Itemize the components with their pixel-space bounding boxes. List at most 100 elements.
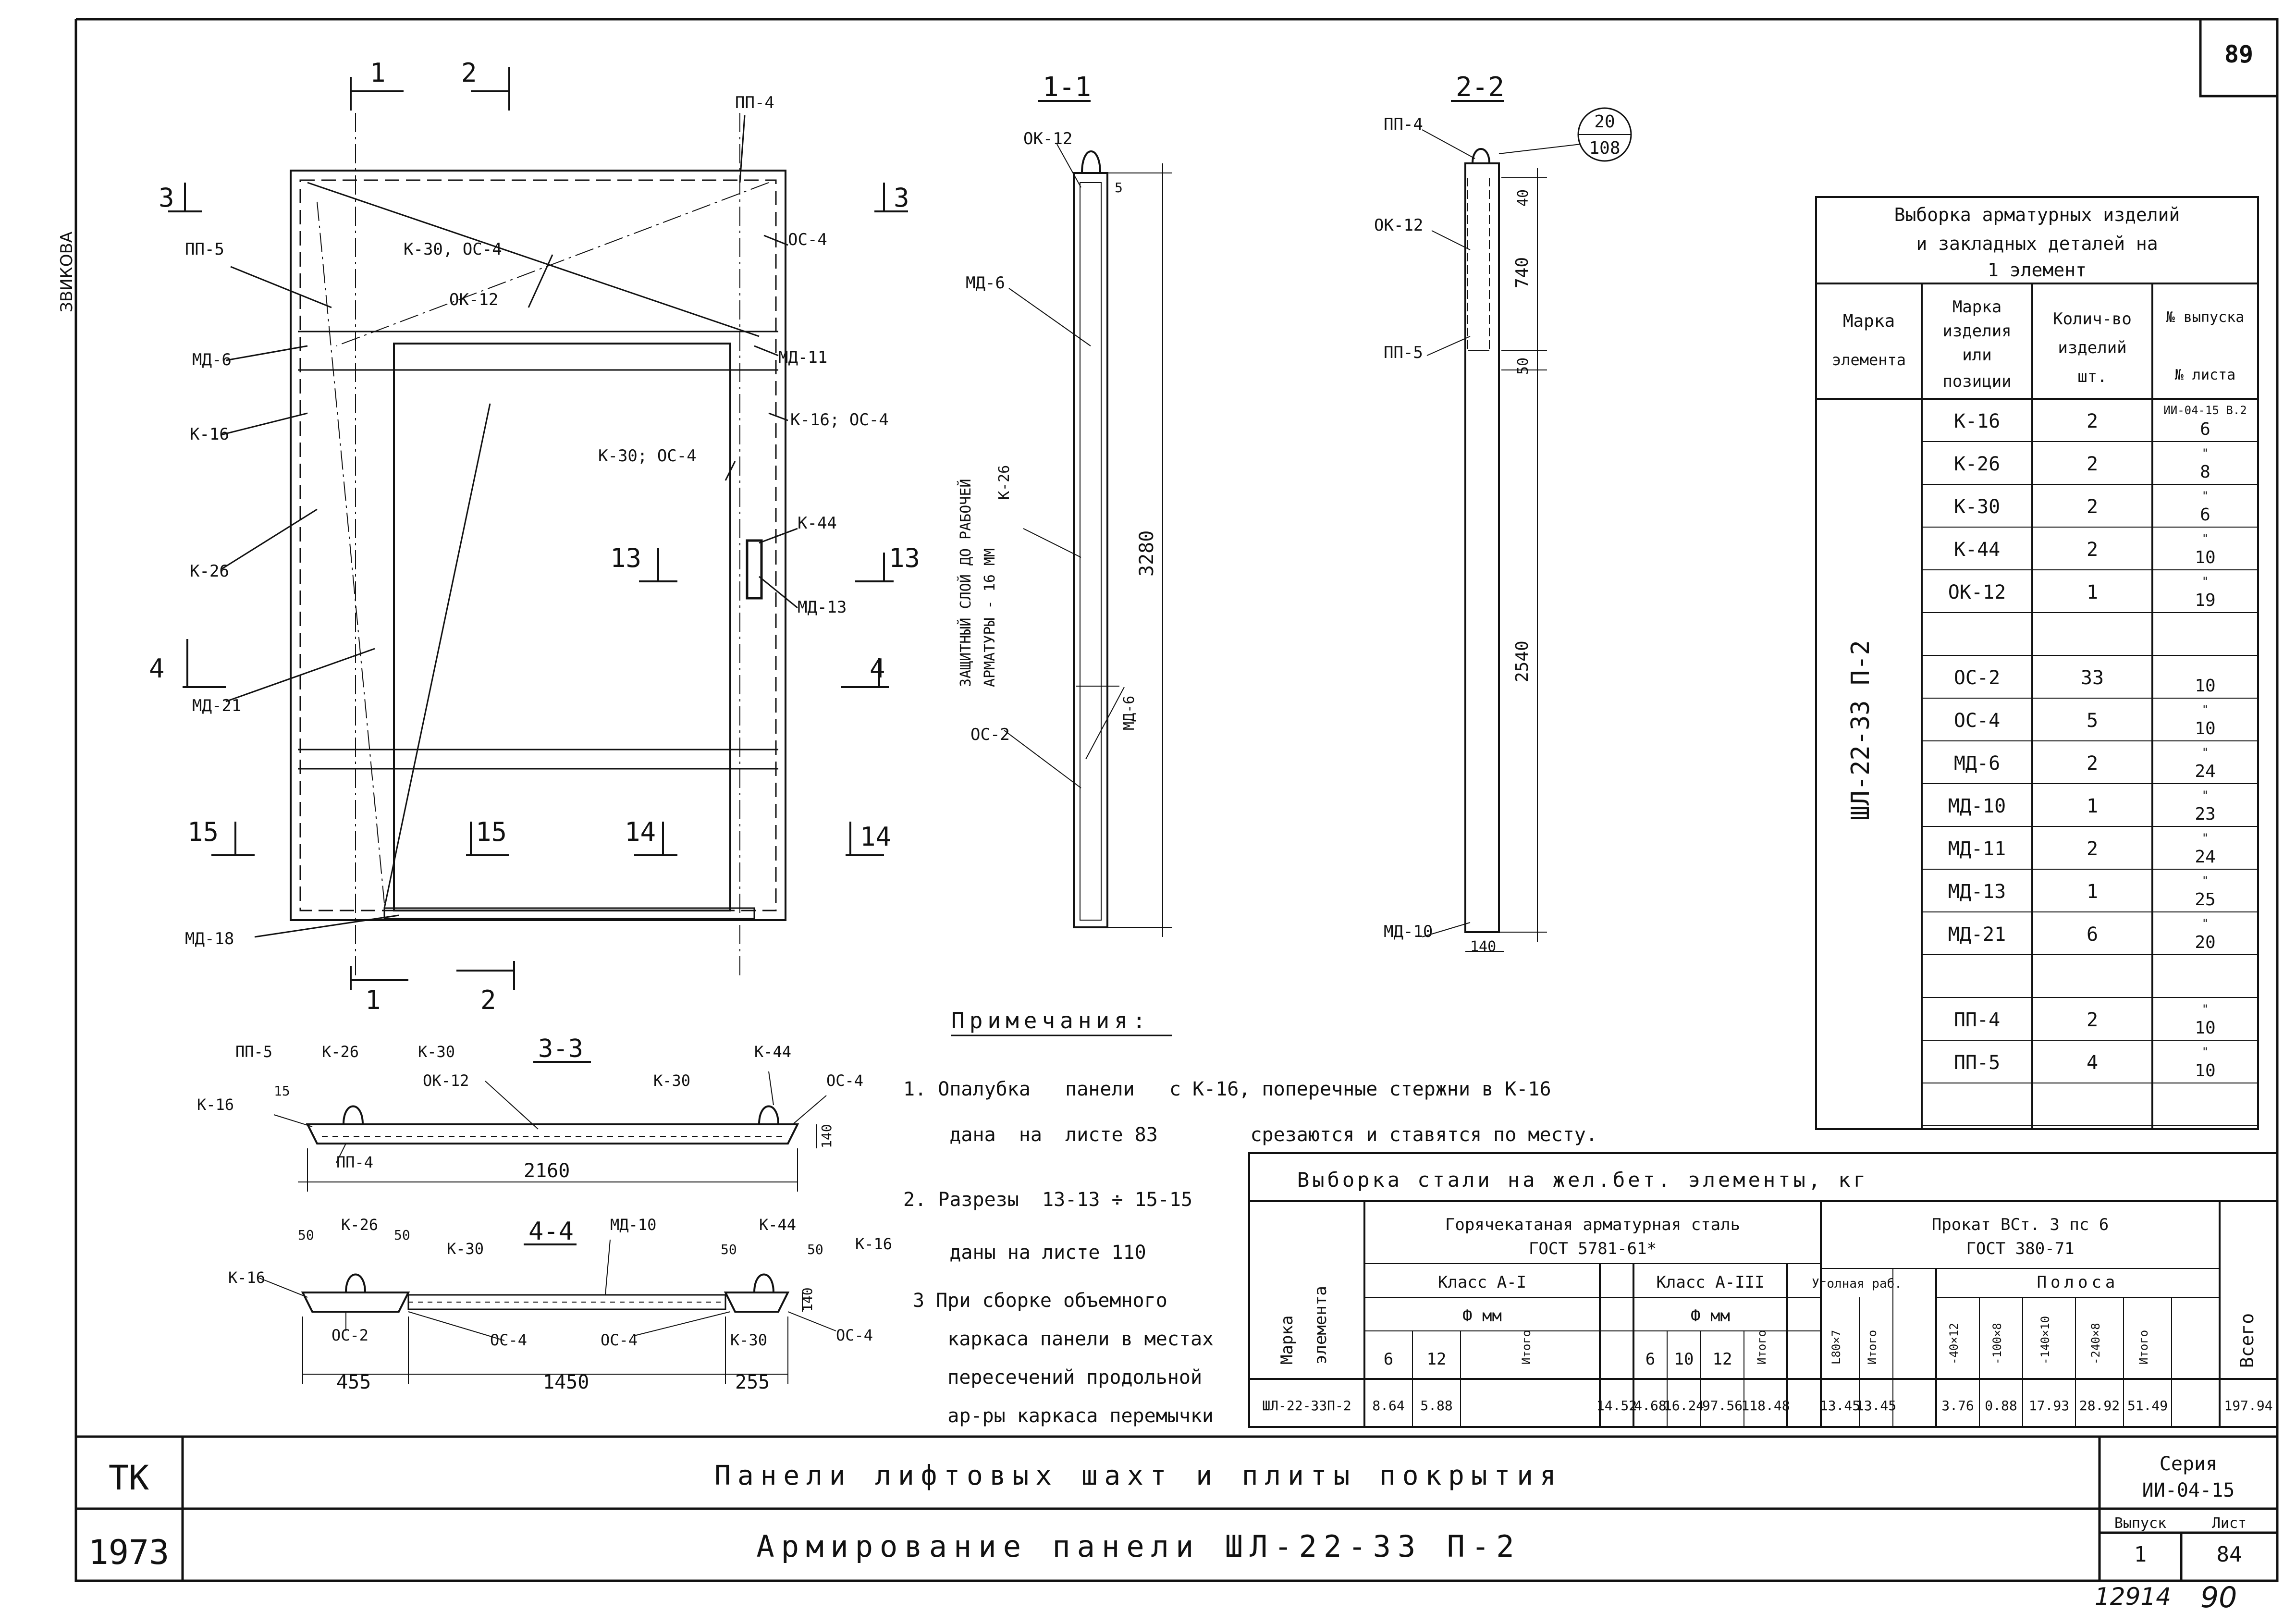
s11-label-ok12: ОК-12 — [1023, 129, 1072, 148]
steel-table: Выборка стали на жел.бет. элементы, кг М… — [1248, 1152, 2278, 1428]
footer-sign: 90 — [2200, 1581, 2237, 1612]
parts-header-issue: № выпуска — [2166, 309, 2245, 326]
section-3-3-title: 3-3 — [538, 1034, 583, 1063]
steel-value: 17.93 — [2029, 1398, 2069, 1414]
label-oc4: ОС-4 — [788, 230, 827, 249]
steel-col-header: Итого — [1520, 1330, 1533, 1365]
section-4-4-title: 4-4 — [528, 1217, 574, 1246]
parts-cell-item: МД-6 — [1954, 752, 2000, 775]
section-mark-13-left: 13 — [610, 543, 641, 573]
s33-dim-140: 140 — [819, 1124, 835, 1148]
label-k26: К-26 — [190, 562, 229, 581]
parts-cell-issue: " — [2202, 788, 2209, 802]
label-md13: МД-13 — [798, 598, 847, 617]
steel-col-header: 6 — [1645, 1350, 1655, 1369]
steel-header-element-2: элемента — [1311, 1286, 1330, 1365]
label-pp5: ПП-5 — [185, 240, 224, 259]
notes-line-3: 2. Разрезы 13-13 ÷ 15-15 — [903, 1189, 1192, 1211]
steel-value: 0.88 — [1985, 1398, 2017, 1414]
plan-section-mark-labels: 1 2 3 3 4 4 13 13 14 14 15 15 1 2 — [149, 58, 920, 1015]
parts-element-mark: ШЛ-22-33 П-2 — [1846, 640, 1875, 821]
parts-cell-item: К-44 — [1954, 539, 2000, 561]
steel-prokat-group-1: Прокат ВСт. 3 пс 6 — [1932, 1215, 2109, 1234]
s44-dim-140: 140 — [799, 1287, 815, 1312]
steel-value: 16.24 — [1664, 1398, 1704, 1414]
s44-dim-455: 455 — [336, 1371, 371, 1393]
parts-cell-issue: " — [2202, 746, 2209, 759]
parts-cell-sheet: 6 — [2200, 419, 2210, 439]
label-k44: К-44 — [798, 514, 837, 533]
steel-value: 3.76 — [1941, 1398, 1974, 1414]
title-block: ТК 1973 Панели лифтовых шахт и плиты пок… — [74, 1435, 2279, 1582]
parts-header-qty-3: шт. — [2077, 367, 2107, 386]
steel-value: 51.49 — [2127, 1398, 2168, 1414]
parts-cell-qty: 2 — [2087, 453, 2098, 475]
s33-label-k30-b: К-30 — [653, 1071, 690, 1090]
steel-col-header: -40×12 — [1947, 1323, 1961, 1365]
s11-dim-3280: 3280 — [1136, 530, 1158, 577]
notes-line-7: пересечений продольной — [913, 1366, 1202, 1389]
section-mark-4-right: 4 — [870, 653, 885, 684]
label-pp4: ПП-4 — [735, 93, 774, 112]
parts-header-element-1: Марка — [1843, 311, 1895, 331]
steel-col-header: -140×10 — [2038, 1316, 2052, 1365]
label-k30-oc4-b: К-30; ОС-4 — [598, 446, 697, 466]
s44-label-md10: МД-10 — [610, 1216, 656, 1234]
steel-col-header: 6 — [1384, 1350, 1393, 1369]
parts-cell-qty: 2 — [2087, 539, 2098, 561]
steel-value: 5.88 — [1420, 1398, 1452, 1414]
parts-cell-qty: 33 — [2081, 667, 2104, 689]
s22-label-pp4: ПП-4 — [1384, 115, 1423, 134]
steel-col-header: Итого — [1866, 1330, 1879, 1365]
s22-circle-top: 20 — [1594, 112, 1615, 132]
steel-title: Выборка стали на жел.бет. элементы, кг — [1297, 1168, 1868, 1192]
s22-circle-bottom: 108 — [1589, 138, 1620, 158]
notes-title: Примечания: — [951, 1008, 1151, 1034]
section-cut-marks — [168, 67, 908, 990]
title-block-title-2: Армирование панели ШЛ-22-33 П-2 — [756, 1529, 1521, 1564]
s44-dim-50b: 50 — [394, 1227, 410, 1243]
parts-cell-item: МД-10 — [1948, 795, 2006, 817]
s44-dim-1450: 1450 — [543, 1371, 589, 1393]
footer-code: 12914 — [2095, 1583, 2171, 1611]
parts-cell-item: К-30 — [1954, 496, 2000, 518]
s22-dim-50: 50 — [1515, 357, 1532, 375]
section-mark-2-bottom: 2 — [480, 985, 496, 1015]
parts-cell-sheet: 10 — [2195, 1018, 2215, 1038]
s11-cover-note-line1: ЗАЩИТНЫЙ СЛОЙ ДО РАБОЧЕЙ — [957, 479, 974, 687]
title-block-series-label: Серия — [2160, 1453, 2217, 1475]
parts-cell-item: ОС-2 — [1954, 667, 2000, 689]
parts-cell-issue: " — [2202, 489, 2209, 503]
parts-cell-qty: 1 — [2087, 795, 2098, 817]
parts-header-qty-2: изделий — [2058, 338, 2126, 357]
s22-label-pp5: ПП-5 — [1384, 343, 1423, 362]
parts-cell-qty: 5 — [2087, 710, 2098, 732]
s33-label-k30: К-30 — [418, 1043, 455, 1061]
label-md21: МД-21 — [192, 696, 241, 715]
steel-value: 28.92 — [2079, 1398, 2120, 1414]
plan-callouts: ПП-4 ПП-5 К-30, ОС-4 ОК-12 ОС-4 МД-6 МД-… — [185, 93, 889, 948]
parts-cell-issue: " — [2202, 1002, 2209, 1016]
parts-cell-sheet: 10 — [2195, 548, 2215, 567]
s33-dim-15: 15 — [274, 1083, 290, 1099]
label-ok12: ОК-12 — [449, 290, 498, 309]
s11-label-oc2: ОС-2 — [970, 725, 1010, 744]
page-number: 89 — [2224, 40, 2253, 68]
s22-dim-2540: 2540 — [1512, 640, 1532, 682]
panel-elevation — [290, 113, 786, 980]
section-2-2-title: 2-2 — [1456, 72, 1504, 103]
s11-cover-note-line2: АРМАТУРЫ - 16 ММ — [982, 548, 998, 687]
s44-label-k30: К-30 — [447, 1240, 484, 1258]
title-block-series-value: ИИ-04-15 — [2142, 1479, 2235, 1501]
steel-header-element-1: Марка — [1277, 1316, 1297, 1365]
label-k16-oc4: К-16; ОС-4 — [790, 410, 889, 430]
label-md11: МД-11 — [778, 348, 827, 367]
s33-label-ok12: ОК-12 — [423, 1071, 469, 1090]
steel-col-header: L80×7 — [1829, 1330, 1843, 1365]
steel-col-header: -240×8 — [2089, 1323, 2102, 1365]
s22-dim-140: 140 — [1470, 938, 1496, 955]
s44-label-oc4: ОС-4 — [490, 1331, 527, 1349]
vertical-stamp: ЗВИКОВА — [57, 232, 76, 312]
